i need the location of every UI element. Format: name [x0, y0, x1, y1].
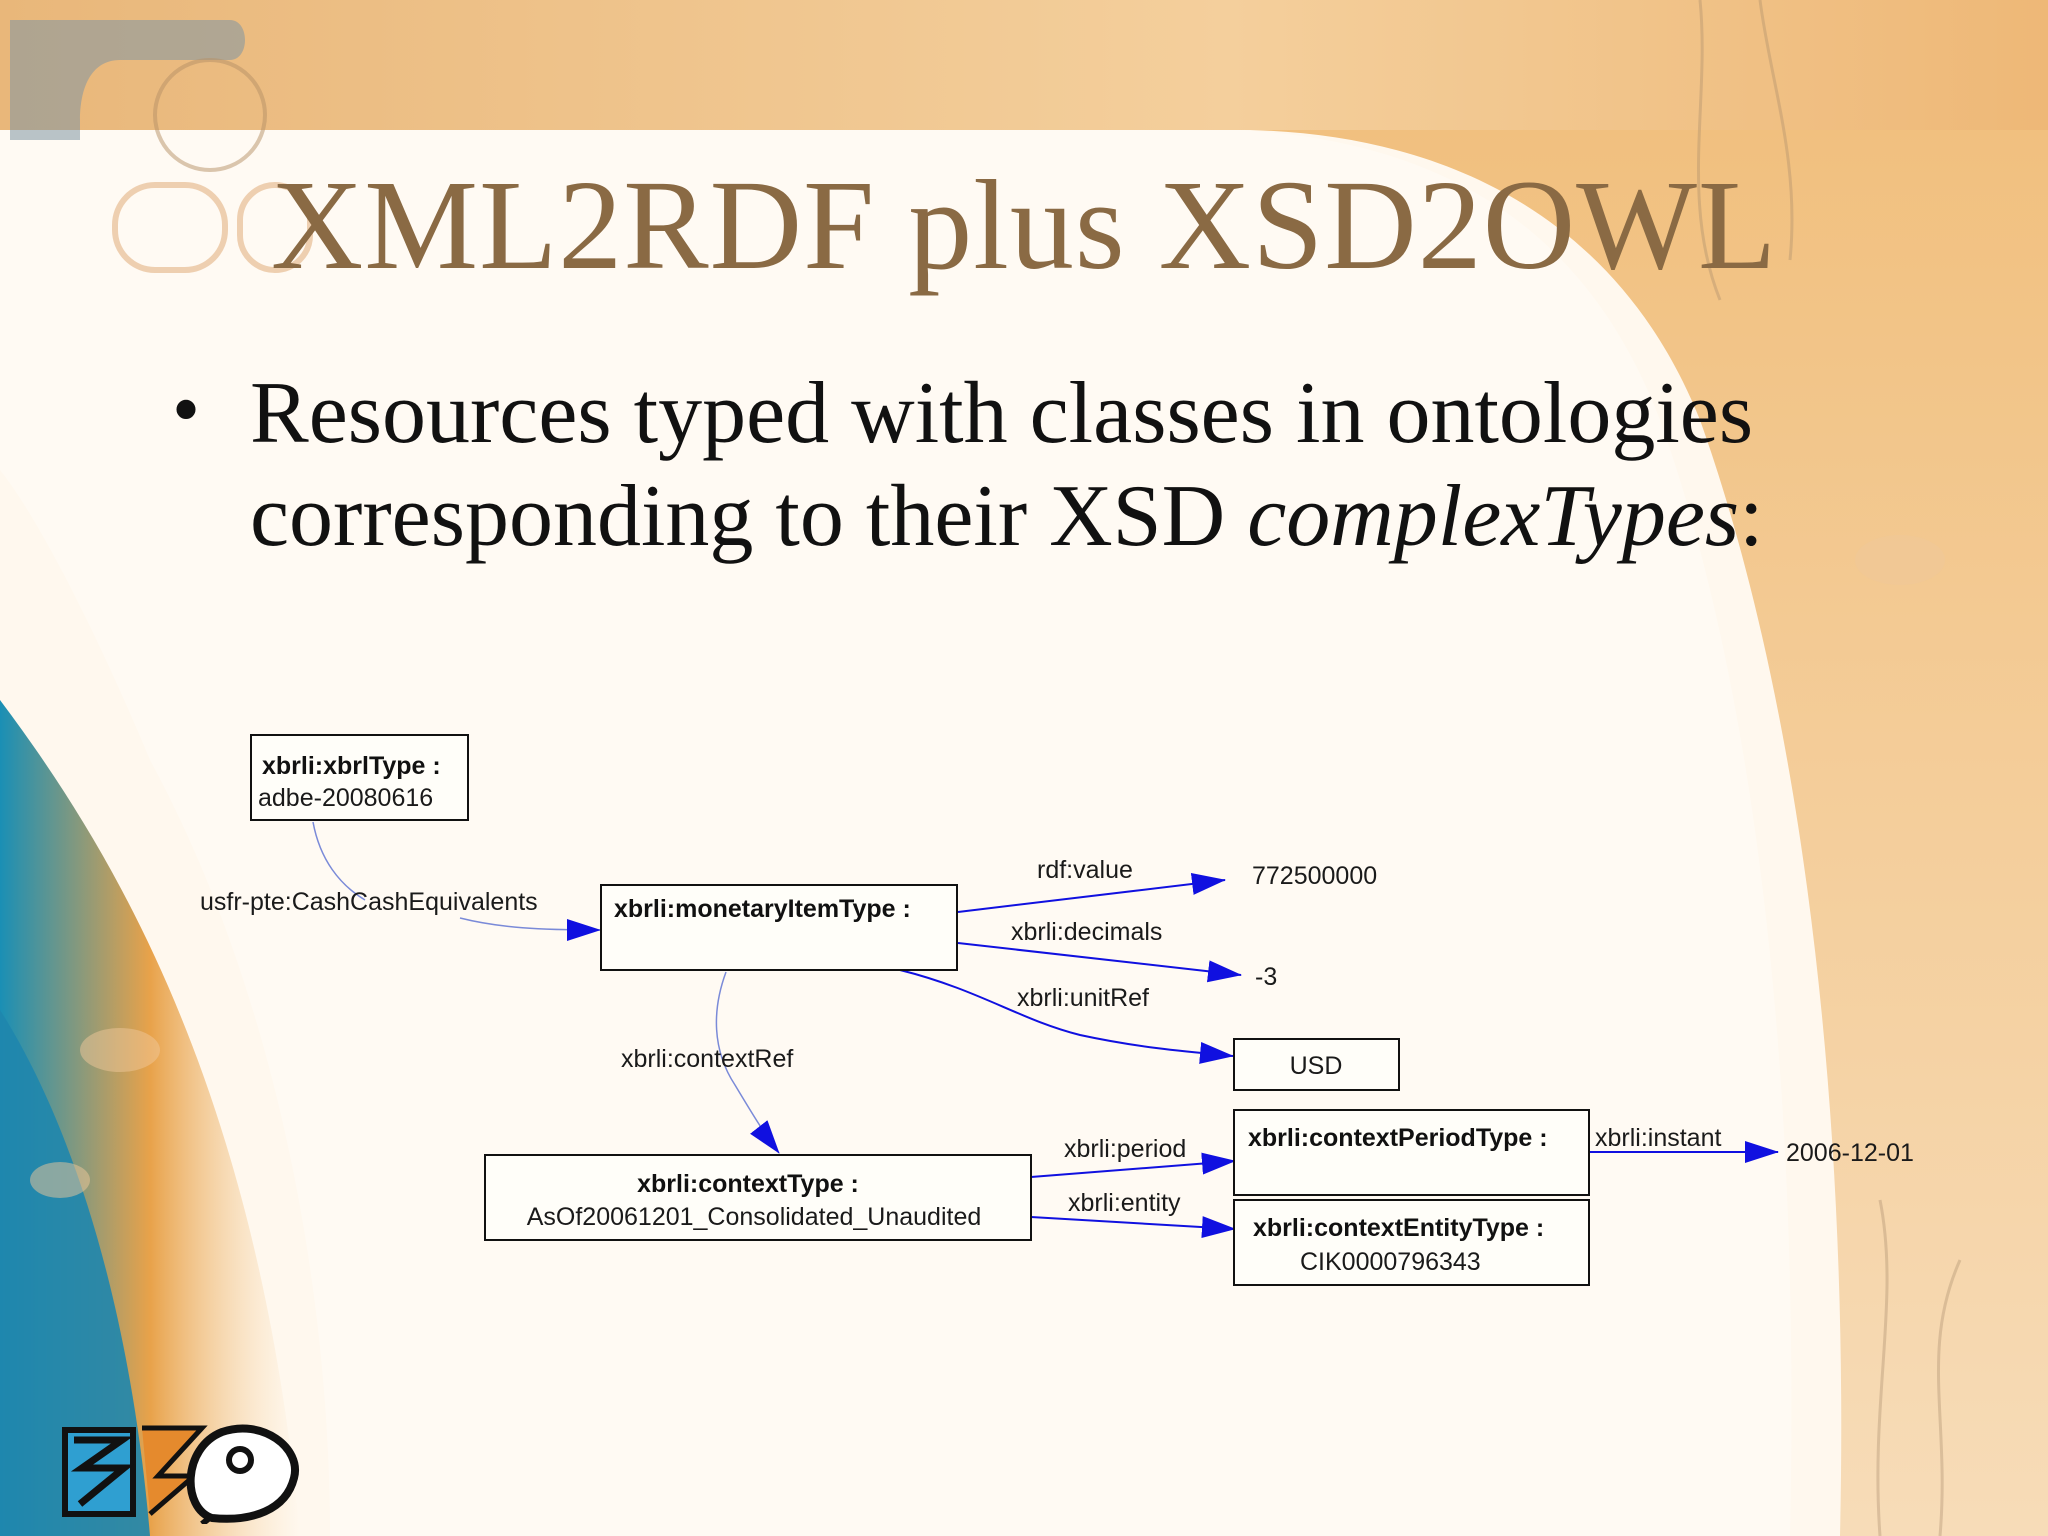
node-context-id: AsOf20061201_Consolidated_Unaudited: [527, 1203, 982, 1231]
node-context-period-type-label: xbrli:contextPeriodType :: [1248, 1124, 1548, 1152]
node-xbrl-type-label: xbrli:xbrlType :: [262, 752, 441, 780]
edge-label-context-ref: xbrli:contextRef: [621, 1045, 793, 1073]
edge-label-cash: usfr-pte:CashCashEquivalents: [200, 888, 538, 916]
node-context-type: xbrli:contextType : AsOf20061201_Consoli…: [484, 1154, 1032, 1241]
edge-label-rdf-value: rdf:value: [1037, 856, 1133, 884]
gris-logo-icon: [62, 1424, 300, 1524]
edge-rdf-value: [957, 873, 1226, 913]
node-context-period-type: xbrli:contextPeriodType :: [1233, 1109, 1590, 1196]
bullet-line-2-start: corresponding to their XSD: [250, 468, 1248, 565]
node-context-entity-type: xbrli:contextEntityType : CIK0000796343: [1233, 1199, 1590, 1286]
edge-label-instant: xbrli:instant: [1595, 1124, 1721, 1152]
literal-instant: 2006-12-01: [1786, 1139, 1914, 1167]
node-monetary-type-label: xbrli:monetaryItemType :: [614, 895, 911, 923]
node-context-type-label: xbrli:contextType :: [637, 1170, 859, 1198]
literal-decimals: -3: [1255, 963, 1277, 991]
edge-entity: [1030, 1216, 1236, 1239]
edge-period: [1030, 1152, 1236, 1178]
bullet-line-2-italic: complexTypes: [1247, 468, 1740, 565]
node-context-entity-id: CIK0000796343: [1300, 1248, 1481, 1276]
bullet-text: Resources typed with classes in ontologi…: [250, 362, 1950, 568]
slide-title: XML2RDF plus XSD2OWL: [270, 154, 1778, 296]
node-usd-label: USD: [1290, 1052, 1343, 1080]
edge-cash-to-monetary: [459, 917, 601, 941]
edge-label-entity: xbrli:entity: [1068, 1189, 1181, 1217]
edge-label-period: xbrli:period: [1064, 1135, 1186, 1163]
node-usd: USD: [1233, 1038, 1400, 1091]
bullet-line-1: Resources typed with classes in ontologi…: [250, 365, 1754, 462]
node-context-entity-type-label: xbrli:contextEntityType :: [1253, 1214, 1544, 1242]
literal-value: 772500000: [1252, 862, 1377, 890]
edge-xbrl-to-cash: [312, 821, 366, 901]
node-xbrl-id: adbe-20080616: [258, 784, 433, 812]
edge-context-ref: [715, 971, 780, 1154]
edge-unit-ref: [899, 969, 1234, 1064]
edge-label-unit-ref: xbrli:unitRef: [1017, 984, 1149, 1012]
node-xbrl-type: xbrli:xbrlType : adbe-20080616: [250, 734, 469, 821]
edge-label-decimals: xbrli:decimals: [1011, 918, 1162, 946]
node-monetary-item-type: xbrli:monetaryItemType :: [600, 884, 958, 971]
bullet-line-2-end: :: [1739, 468, 1764, 565]
bullet-marker: •: [172, 366, 201, 454]
edge-decimals: [957, 942, 1242, 983]
